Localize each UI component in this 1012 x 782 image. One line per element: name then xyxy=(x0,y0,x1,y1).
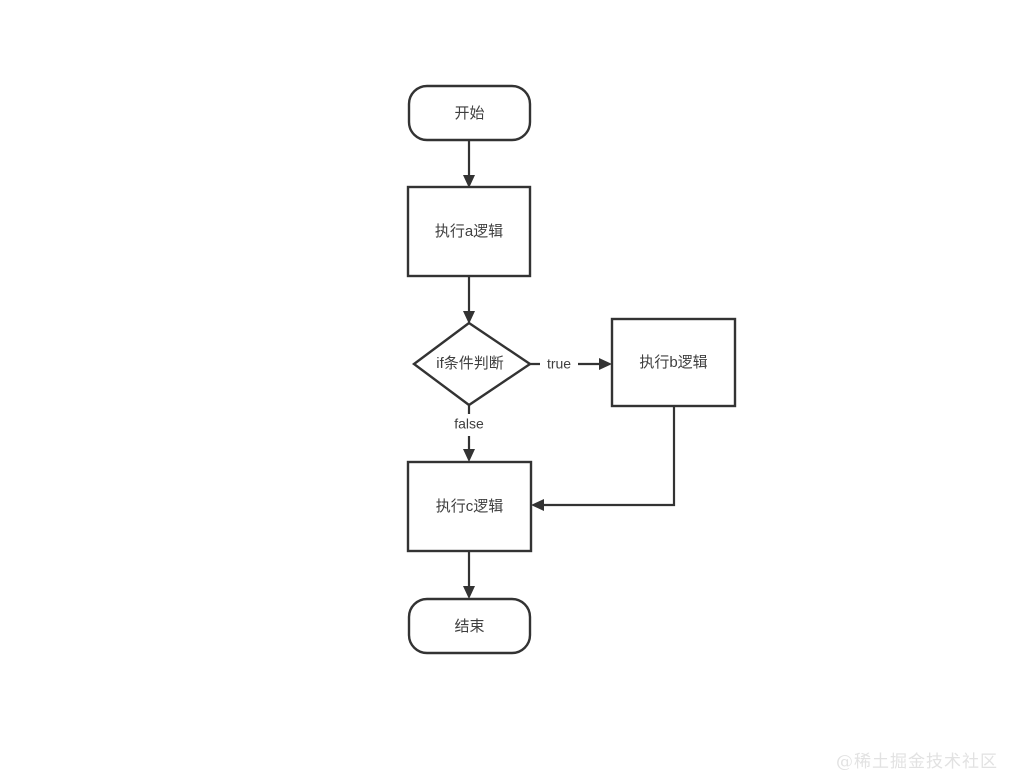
edge-label-false: false xyxy=(454,416,484,432)
edge-cond-to-b-arrowhead xyxy=(599,358,612,370)
node-execute-b-label: 执行b逻辑 xyxy=(639,354,707,371)
node-condition-shape[interactable] xyxy=(411,321,533,407)
node-execute-c-shape[interactable] xyxy=(406,460,533,553)
edge-start-to-a-arrowhead xyxy=(463,175,475,188)
node-end-shape[interactable] xyxy=(407,597,532,655)
node-end-label: 结束 xyxy=(454,618,484,635)
edge-b-to-c-arrowhead xyxy=(531,499,544,511)
node-end[interactable]: 结束 xyxy=(407,597,532,655)
edge-c-to-end-arrowhead xyxy=(463,586,475,599)
node-execute-c-label: 执行c逻辑 xyxy=(436,498,504,515)
node-execute-b[interactable]: 执行b逻辑 xyxy=(610,317,737,408)
node-condition[interactable]: if条件判断 xyxy=(411,321,533,407)
edge-c-to-end xyxy=(463,551,475,599)
edge-cond-to-c: false xyxy=(446,405,492,462)
node-condition-label: if条件判断 xyxy=(436,355,504,372)
edge-cond-to-c-label-bg xyxy=(446,414,492,436)
edge-b-to-c xyxy=(531,406,676,511)
edge-b-to-c-line xyxy=(539,406,676,507)
edge-a-to-cond-arrowhead xyxy=(463,311,475,324)
node-execute-a-shape[interactable] xyxy=(406,185,532,278)
node-start-shape[interactable] xyxy=(407,84,532,142)
node-execute-a-label: 执行a逻辑 xyxy=(435,223,503,240)
edge-cond-to-c-arrowhead xyxy=(463,449,475,462)
edge-a-to-cond xyxy=(463,276,475,324)
edge-cond-to-b-label-bg xyxy=(540,354,578,374)
node-execute-b-shape[interactable] xyxy=(610,317,737,408)
node-execute-a[interactable]: 执行a逻辑 xyxy=(406,185,532,278)
node-start-label: 开始 xyxy=(454,105,484,122)
edge-label-true: true xyxy=(547,356,571,372)
watermark: @稀土掘金技术社区 xyxy=(836,752,998,772)
edge-cond-to-b: true xyxy=(530,354,612,374)
edge-start-to-a xyxy=(463,140,475,188)
node-start[interactable]: 开始 xyxy=(407,84,532,142)
node-execute-c[interactable]: 执行c逻辑 xyxy=(406,460,533,553)
